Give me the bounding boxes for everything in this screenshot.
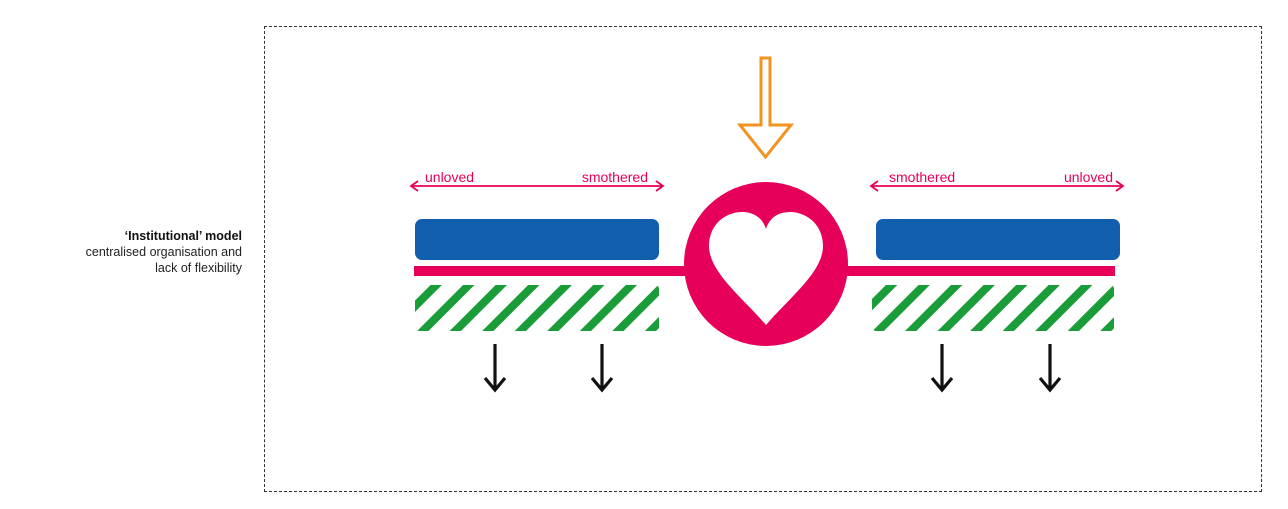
- orange-down-arrow-icon: [736, 56, 795, 160]
- right-range-arrow: [869, 180, 1125, 192]
- left-inner-label: smothered: [582, 169, 648, 185]
- model-description-line-1: centralised organisation and: [85, 245, 242, 259]
- right-inner-label: smothered: [889, 169, 955, 185]
- model-description-line-2: lack of flexibility: [155, 261, 242, 275]
- heart-icon: [684, 182, 848, 346]
- left-outer-label: unloved: [425, 169, 474, 185]
- left-range-arrow: [409, 180, 665, 192]
- left-blue-bar: [415, 219, 659, 260]
- down-arrow-icon: [483, 344, 507, 393]
- down-arrow-icon: [590, 344, 614, 393]
- right-hatched-bar: [872, 285, 1114, 331]
- model-title: ‘Institutional’ model: [124, 229, 242, 243]
- right-blue-bar: [876, 219, 1120, 260]
- down-arrow-icon: [930, 344, 954, 393]
- model-caption: ‘Institutional’ model centralised organi…: [20, 228, 242, 276]
- down-arrow-icon: [1038, 344, 1062, 393]
- left-hatched-bar: [415, 285, 659, 331]
- diagram-frame: [264, 26, 1262, 492]
- right-outer-label: unloved: [1064, 169, 1113, 185]
